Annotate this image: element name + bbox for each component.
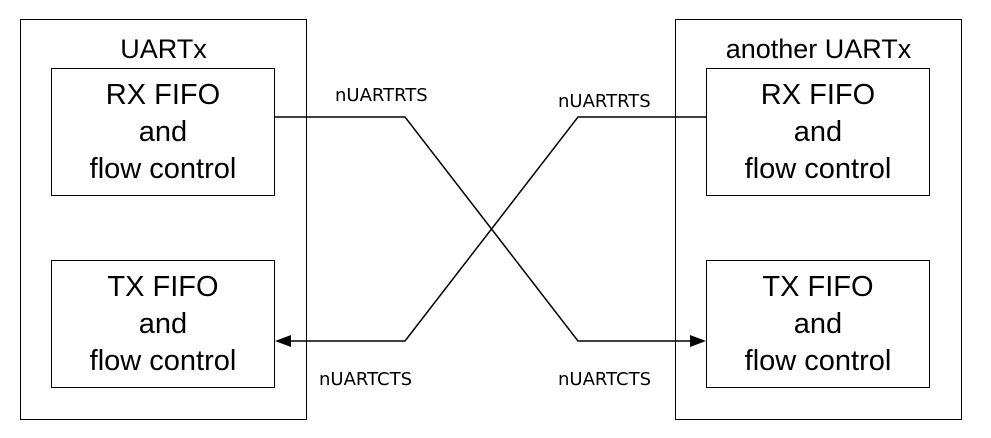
left-tx-line1: TX FIFO: [107, 270, 219, 303]
right-tx-line1: TX FIFO: [762, 270, 874, 303]
rts-to-cts-wire-right-to-left: [288, 116, 706, 342]
right-tx-fifo-box: TX FIFO and flow control: [706, 260, 930, 388]
right-cts-label: nUARTCTS: [558, 369, 652, 390]
arrowhead-right-icon: [690, 335, 706, 347]
right-rx-fifo-box: RX FIFO and flow control: [706, 68, 930, 196]
right-tx-line2: and: [793, 307, 843, 340]
left-rx-line3: flow control: [89, 152, 237, 185]
right-rx-line3: flow control: [744, 152, 892, 185]
right-rx-line1: RX FIFO: [760, 78, 876, 111]
right-rts-label: nUARTRTS: [558, 91, 651, 112]
right-rx-line2: and: [793, 115, 843, 148]
left-tx-fifo-box: TX FIFO and flow control: [51, 260, 275, 388]
left-uart-title: UARTx: [120, 34, 207, 64]
left-rts-label: nUARTRTS: [335, 85, 428, 106]
left-tx-line2: and: [138, 307, 188, 340]
rts-to-cts-wire-left-to-right: [275, 116, 694, 342]
left-tx-line3: flow control: [89, 344, 237, 377]
right-uart-title: another UARTx: [725, 34, 912, 64]
left-rx-line1: RX FIFO: [105, 78, 221, 111]
left-cts-label: nUARTCTS: [319, 369, 413, 390]
arrowhead-left-icon: [275, 335, 291, 347]
left-rx-fifo-box: RX FIFO and flow control: [51, 68, 275, 196]
left-rx-line2: and: [138, 115, 188, 148]
right-tx-line3: flow control: [744, 344, 892, 377]
